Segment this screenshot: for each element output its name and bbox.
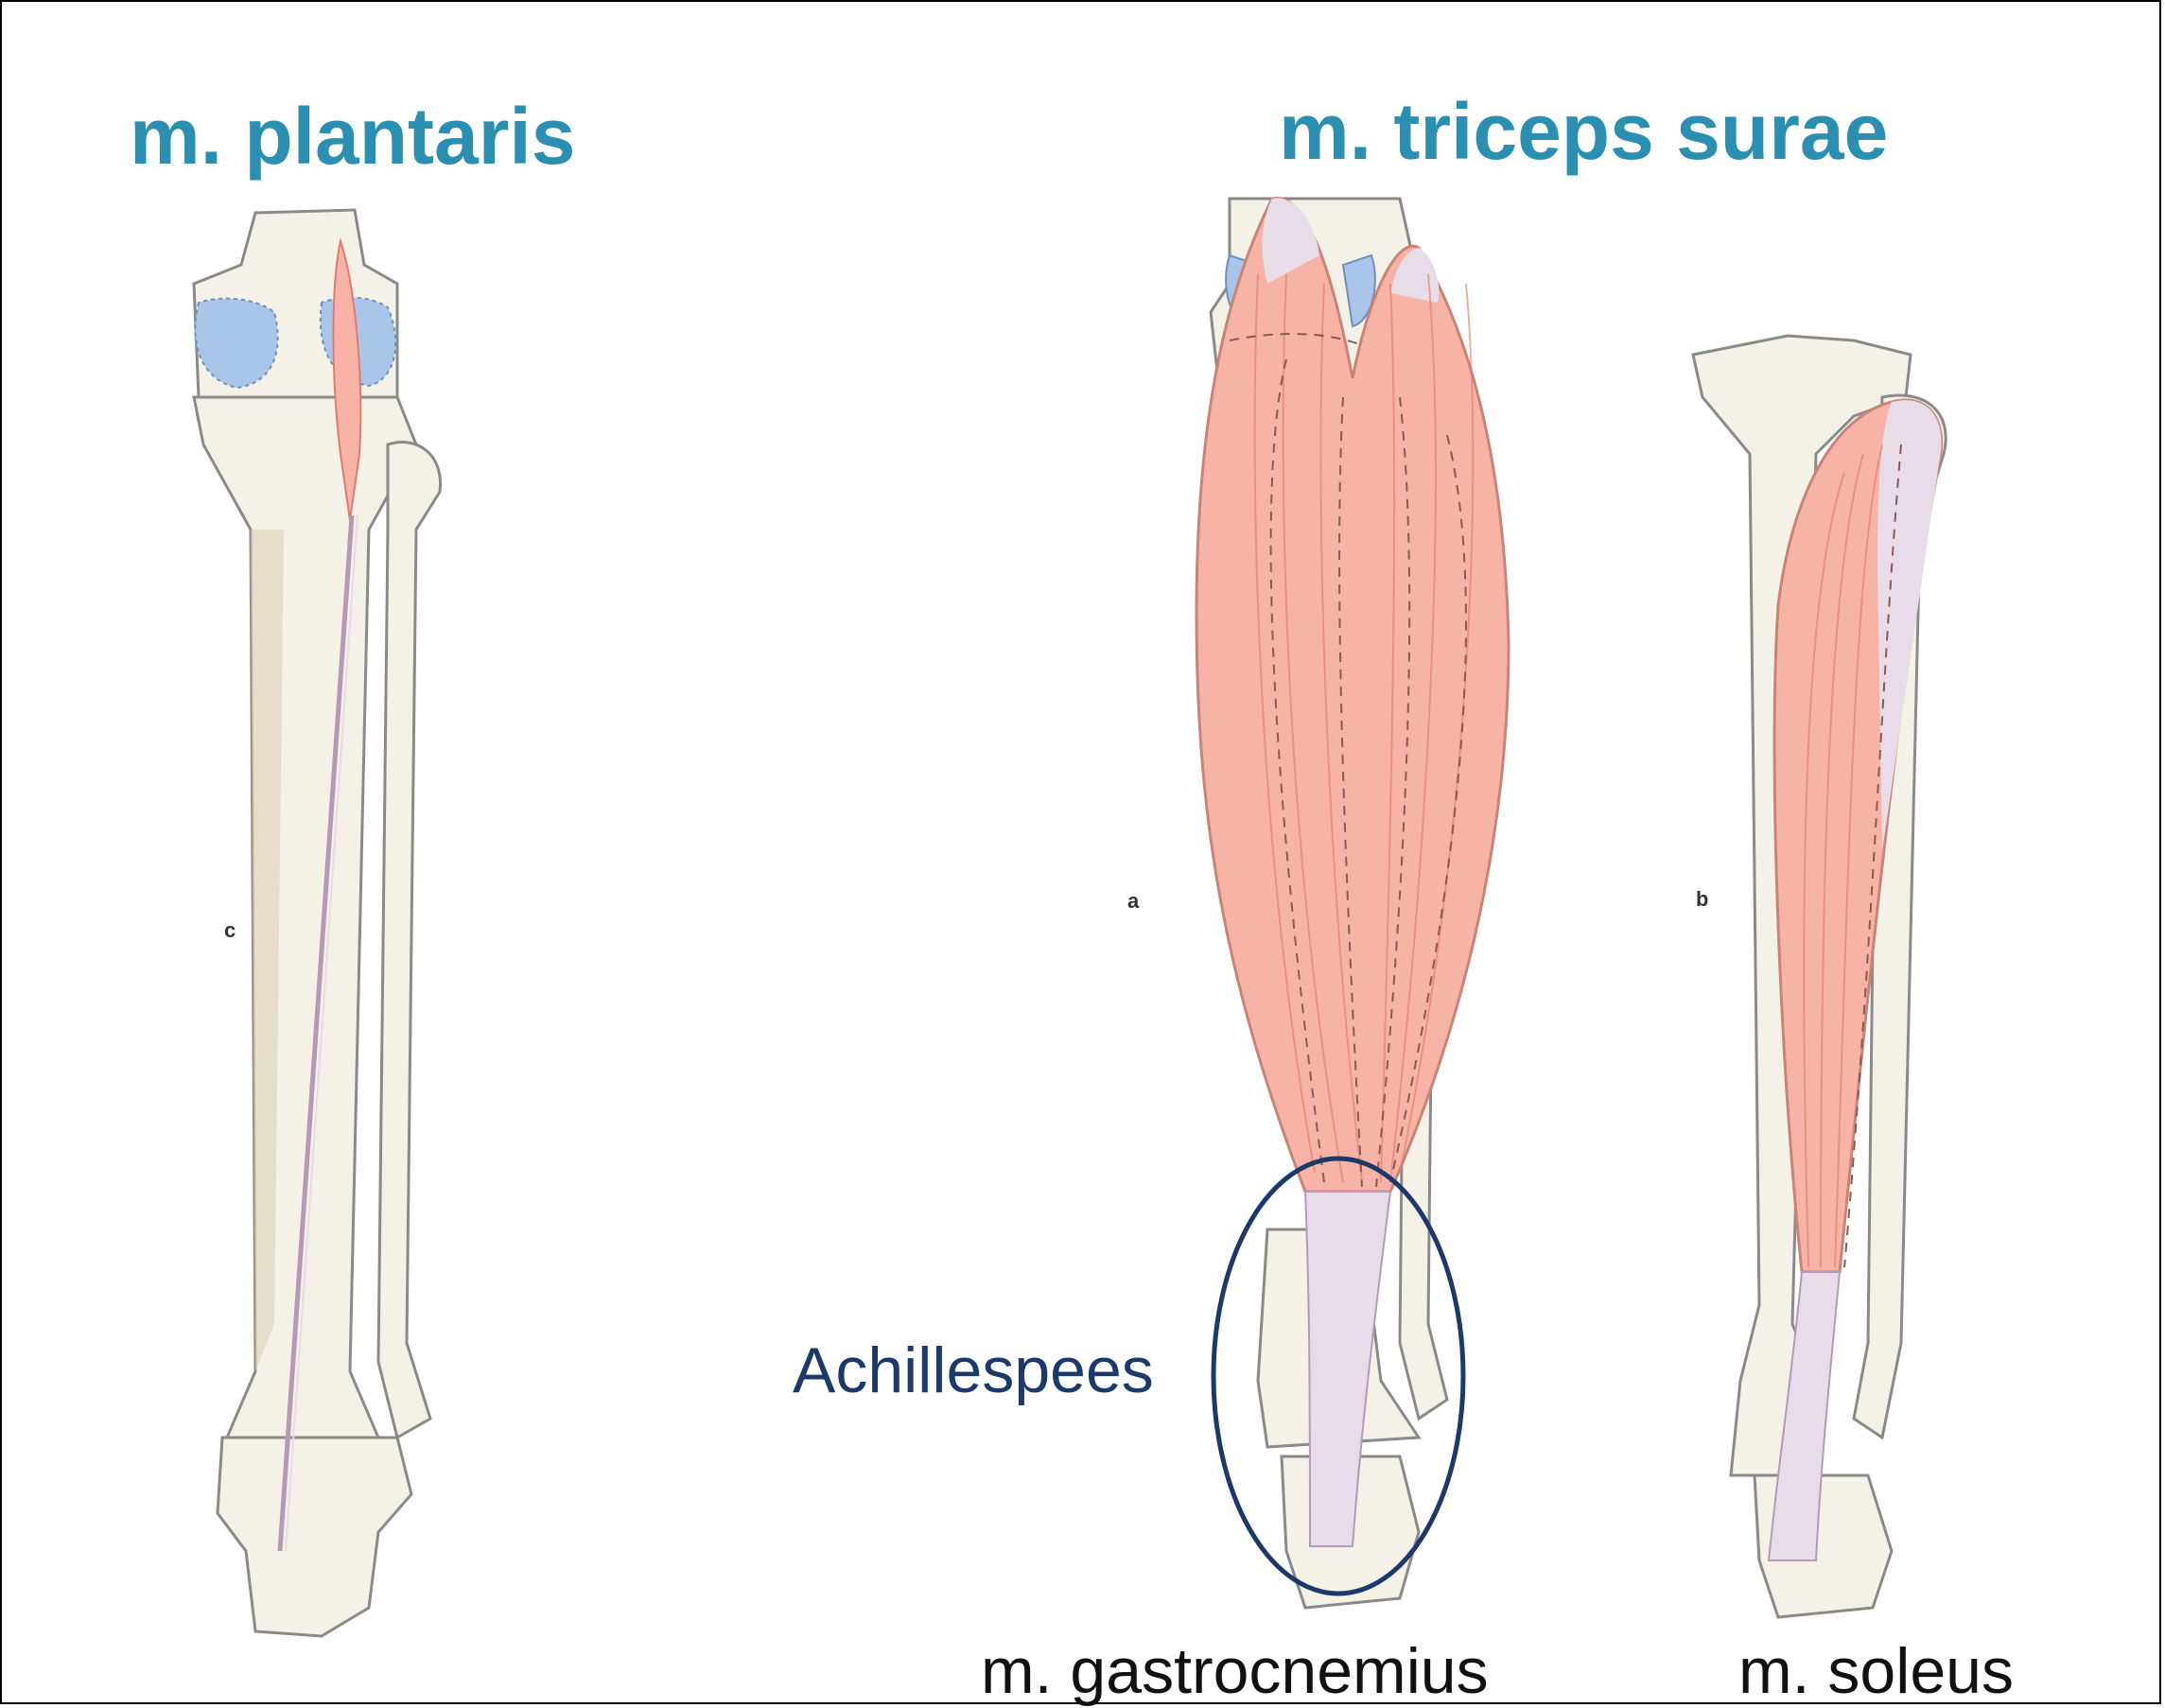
figure-letter-b: b [1696,887,1709,911]
label-gastrocnemius: m. gastrocnemius [981,1635,1489,1707]
label-achillespees: Achillespees [793,1334,1154,1406]
figure-b-leg [1691,334,1947,1619]
title-plantaris: m. plantaris [130,92,576,181]
plantaris-tendon [277,514,355,1552]
label-soleus: m. soleus [1738,1635,2014,1707]
achilles-tendon [1303,1191,1392,1547]
figure-letter-a: a [1127,889,1140,913]
title-triceps-surae: m. triceps surae [1279,87,1889,176]
cartilage-left [194,297,279,390]
figure-a-leg [1195,197,1510,1610]
figure-c-leg [192,208,443,1638]
figure-letter-c: c [224,918,236,942]
achilles-highlight-ellipse [1211,1156,1466,1596]
